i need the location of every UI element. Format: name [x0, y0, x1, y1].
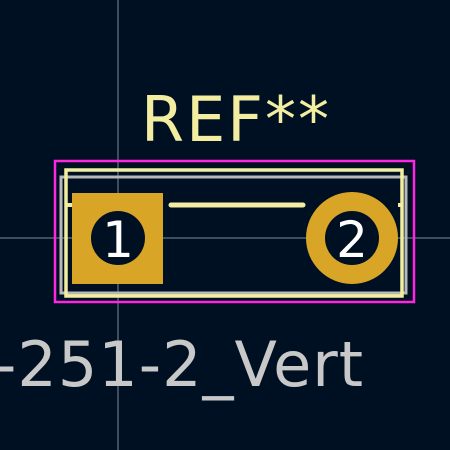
pad-2-number: 2 [336, 211, 368, 269]
pad-2-drill-hole [325, 211, 379, 265]
silkscreen-outline[interactable] [64, 168, 404, 298]
fabrication-outline[interactable] [59, 175, 408, 295]
pad-1[interactable]: 1 [72, 193, 163, 284]
reference-designator[interactable]: REF** [141, 83, 331, 156]
courtyard-outline[interactable] [53, 159, 416, 304]
footprint-value-text[interactable]: -251-2_Vert [0, 328, 364, 401]
pad-1-number: 1 [102, 211, 134, 269]
pad-1-drill-hole [91, 211, 145, 265]
pad-2[interactable]: 2 [306, 192, 398, 284]
